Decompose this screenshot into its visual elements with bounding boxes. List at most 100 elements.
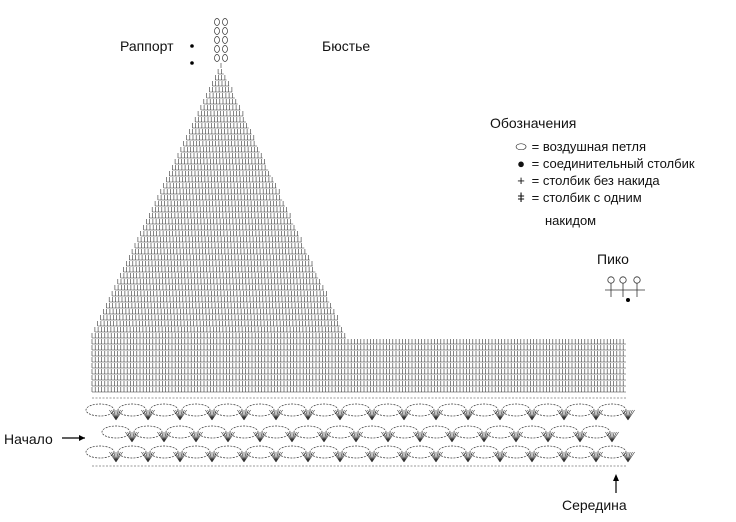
chain-arch	[533, 403, 563, 417]
chain-arch	[437, 403, 467, 417]
stitch-fan	[573, 431, 587, 443]
stitch-fan	[301, 409, 315, 421]
legend-continuation: накидом	[545, 213, 597, 228]
triangle-stitch-grid	[91, 63, 346, 339]
chain-arch	[309, 445, 339, 459]
stitch-fan	[493, 451, 507, 463]
stitch-fan	[141, 451, 155, 463]
chain-arch	[565, 403, 595, 417]
picot-symbol	[605, 276, 645, 302]
stitch-fan	[349, 431, 363, 443]
stitch-fan	[237, 409, 251, 421]
chain-arch	[533, 445, 563, 459]
repeat-chain-loop	[222, 27, 228, 35]
picot-loop	[619, 276, 627, 284]
stitch-fan	[109, 451, 123, 463]
stitch-fan	[413, 431, 427, 443]
chain-arch	[149, 445, 179, 459]
middle-arrowhead	[613, 474, 619, 481]
chain-arch	[421, 425, 451, 439]
chain-arch	[149, 403, 179, 417]
chain-arch	[229, 425, 259, 439]
repeat-chain-loop	[222, 36, 228, 44]
repeat-label: Раппорт	[120, 38, 174, 54]
stitch-fan	[397, 451, 411, 463]
stitch-fan	[621, 409, 635, 421]
repeat-chain-loop	[222, 54, 228, 62]
chain-arch	[245, 445, 275, 459]
chain-arch	[245, 403, 275, 417]
stitch-fan	[173, 451, 187, 463]
stitch-fan	[221, 431, 235, 443]
stitch-fan	[589, 451, 603, 463]
start-label: Начало	[4, 431, 53, 447]
chain-arch	[485, 425, 515, 439]
stitch-fan	[301, 451, 315, 463]
stitch-fan	[189, 431, 203, 443]
stitch-fan	[365, 409, 379, 421]
chain-arch	[469, 445, 499, 459]
stitch-fan	[477, 431, 491, 443]
stitch-fan	[557, 409, 571, 421]
stitch-fan	[205, 409, 219, 421]
chain-arch	[165, 425, 195, 439]
stitch-fan	[333, 451, 347, 463]
double-crochet-icon: ǂ	[517, 190, 525, 205]
chain-arch	[277, 403, 307, 417]
chain-arch	[389, 425, 419, 439]
chain-stitch-icon: ⬭	[515, 139, 527, 154]
chain-arch	[341, 445, 371, 459]
stitch-fan	[429, 409, 443, 421]
slip-stitch-icon: ●	[517, 156, 525, 171]
chain-arch	[469, 403, 499, 417]
repeat-chain-loop	[214, 36, 220, 44]
legend-item-chain: ⬭ = воздушная петля	[515, 139, 647, 154]
start-arrowhead	[79, 435, 85, 441]
chain-arch	[261, 425, 291, 439]
repeat-marker-dot	[190, 44, 194, 48]
stitch-fan	[205, 451, 219, 463]
chain-arch	[549, 425, 579, 439]
stitch-fan	[525, 451, 539, 463]
chain-arch	[325, 425, 355, 439]
chain-arch	[309, 403, 339, 417]
chain-arch	[405, 403, 435, 417]
chain-arch	[85, 403, 115, 417]
stitch-fan	[125, 431, 139, 443]
repeat-chain-loop	[222, 18, 228, 26]
legend-title: Обозначения	[490, 115, 577, 131]
chain-arch	[373, 403, 403, 417]
chain-arch	[405, 445, 435, 459]
stitch-fan	[109, 409, 123, 421]
bust-label: Бюстье	[322, 38, 371, 54]
chain-arch	[293, 425, 323, 439]
chain-arch	[453, 425, 483, 439]
chain-arch	[117, 403, 147, 417]
repeat-chain-loop	[214, 27, 220, 35]
stitch-fan	[589, 409, 603, 421]
repeat-chain-loop	[222, 45, 228, 53]
middle-label: Середина	[562, 497, 627, 513]
picot-loop	[633, 276, 641, 284]
stitch-fan	[333, 409, 347, 421]
chain-arch	[581, 425, 611, 439]
stitch-fan	[237, 451, 251, 463]
chain-arch	[213, 403, 243, 417]
chain-arch	[213, 445, 243, 459]
chain-arch	[597, 445, 627, 459]
chain-arch	[85, 445, 115, 459]
chain-arch	[277, 445, 307, 459]
picot-label: Пико	[597, 251, 629, 267]
stitch-fan	[381, 431, 395, 443]
repeat-chain-loop	[214, 54, 220, 62]
chain-arch	[501, 403, 531, 417]
chain-arch	[341, 403, 371, 417]
stitch-fan	[317, 431, 331, 443]
chain-arch	[517, 425, 547, 439]
stitch-fan	[253, 431, 267, 443]
chain-arch	[133, 425, 163, 439]
stitch-fan	[141, 409, 155, 421]
chain-arch	[357, 425, 387, 439]
stitch-fan	[285, 431, 299, 443]
